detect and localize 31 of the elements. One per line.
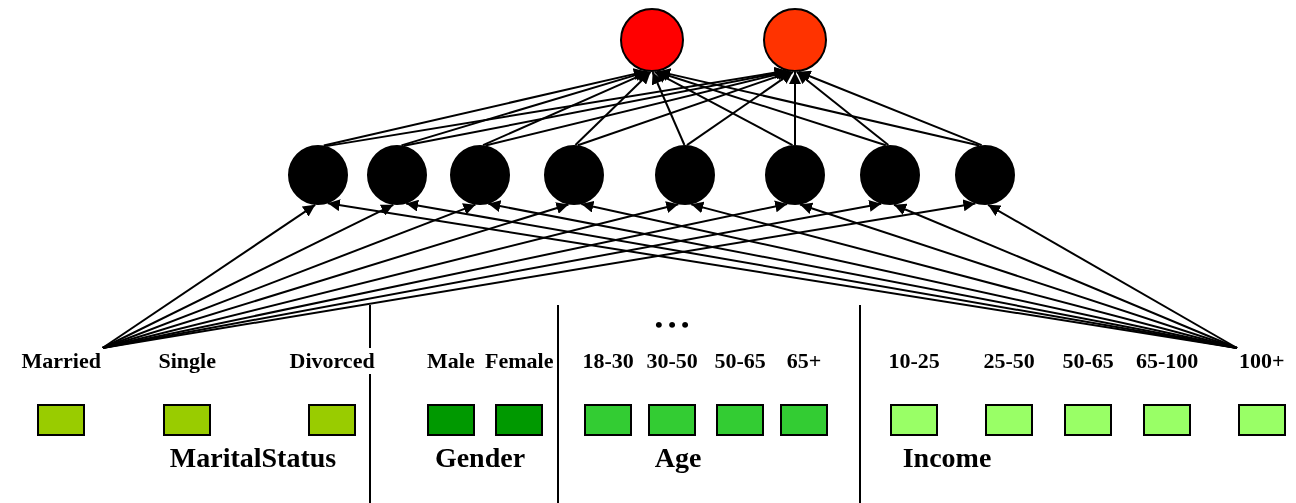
arrow [482, 70, 650, 147]
arrow [655, 69, 887, 147]
group-label: MaritalStatus [169, 442, 337, 474]
hidden-neuron-circle [765, 145, 825, 205]
arrow [789, 71, 801, 146]
hidden-neuron-circle [544, 145, 604, 205]
arrow [795, 70, 890, 147]
group-label: Age [654, 442, 702, 474]
input-label: Divorced [287, 348, 377, 374]
arrow [101, 203, 395, 349]
hidden-neuron-circle [655, 145, 715, 205]
arrow [651, 71, 686, 146]
hidden-neuron-circle [955, 145, 1015, 205]
hidden-neuron-circle [288, 145, 348, 205]
arrow [101, 201, 680, 349]
hidden-neuron-circle [450, 145, 510, 205]
arrow [574, 70, 652, 147]
hidden-neuron-circle [367, 145, 427, 205]
output-neuron-circle [763, 8, 827, 72]
group-label: Income [902, 442, 992, 474]
hidden-neuron-circle [860, 145, 920, 205]
arrow [685, 70, 794, 147]
arrow [799, 202, 1238, 349]
arrow [101, 203, 317, 349]
group-label: Gender [434, 442, 526, 474]
output-neuron-circle [620, 8, 684, 72]
arrow [653, 70, 794, 147]
arrow [987, 203, 1238, 349]
ellipsis-dots: • • • [654, 312, 690, 338]
arrow [576, 69, 792, 147]
arrow [797, 70, 983, 147]
